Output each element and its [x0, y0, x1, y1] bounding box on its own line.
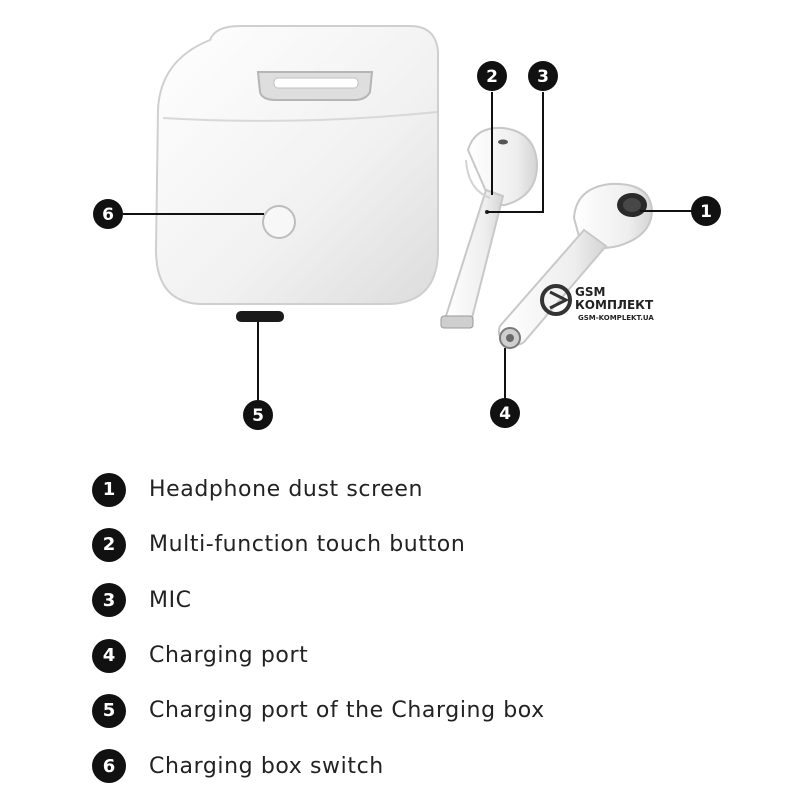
watermark-line2: КОМПЛЕКТ	[575, 298, 654, 312]
legend-item: 3 MIC	[92, 573, 772, 628]
callout-badge-3: 3	[528, 61, 558, 91]
legend-label: Charging port	[149, 643, 309, 669]
legend-item: 6 Charging box switch	[92, 738, 772, 793]
legend-label: Headphone dust screen	[149, 477, 424, 503]
legend-number-badge: 4	[92, 638, 126, 673]
legend-label: Charging box switch	[149, 753, 384, 779]
legend-label: MIC	[149, 587, 192, 613]
product-diagram: GSM КОМПЛЕКТ GSM-KOMPLEKT.UA 6 5 2 3 1 4	[93, 25, 721, 430]
legend-number-badge: 6	[92, 749, 126, 784]
earbud-tilted	[497, 182, 654, 349]
svg-text:5: 5	[252, 406, 264, 426]
leader-lines	[123, 92, 692, 400]
legend: 1 Headphone dust screen 2 Multi-function…	[92, 462, 772, 794]
callout-badge-6: 6	[93, 199, 123, 229]
leader-line-3	[487, 92, 544, 213]
callout-badge-2: 2	[477, 61, 507, 91]
earbud-upright	[440, 126, 539, 329]
svg-text:3: 3	[537, 67, 549, 87]
watermark-line1: GSM	[575, 285, 605, 299]
callout-badge-1: 1	[691, 196, 721, 226]
legend-label: Charging port of the Charging box	[149, 698, 545, 724]
watermark-logo: GSM КОМПЛЕКТ GSM-KOMPLEKT.UA	[540, 284, 654, 322]
legend-item: 1 Headphone dust screen	[92, 462, 772, 517]
legend-number-badge: 3	[92, 583, 126, 618]
svg-text:2: 2	[486, 67, 498, 87]
charging-case	[154, 25, 439, 322]
svg-text:6: 6	[102, 205, 114, 225]
watermark-line3: GSM-KOMPLEKT.UA	[578, 314, 654, 322]
legend-item: 2 Multi-function touch button	[92, 517, 772, 572]
legend-item: 4 Charging port	[92, 628, 772, 683]
callout-badge-4: 4	[490, 398, 520, 428]
svg-text:4: 4	[499, 404, 511, 424]
callout-badge-5: 5	[243, 400, 273, 430]
legend-label: Multi-function touch button	[149, 532, 466, 558]
legend-item: 5 Charging port of the Charging box	[92, 683, 772, 738]
legend-number-badge: 1	[92, 472, 126, 507]
case-charging-port	[236, 311, 284, 322]
legend-number-badge: 2	[92, 527, 126, 562]
case-switch-button	[262, 205, 296, 239]
svg-text:1: 1	[700, 202, 712, 222]
legend-number-badge: 5	[92, 693, 126, 728]
earbud-grille	[498, 139, 508, 145]
